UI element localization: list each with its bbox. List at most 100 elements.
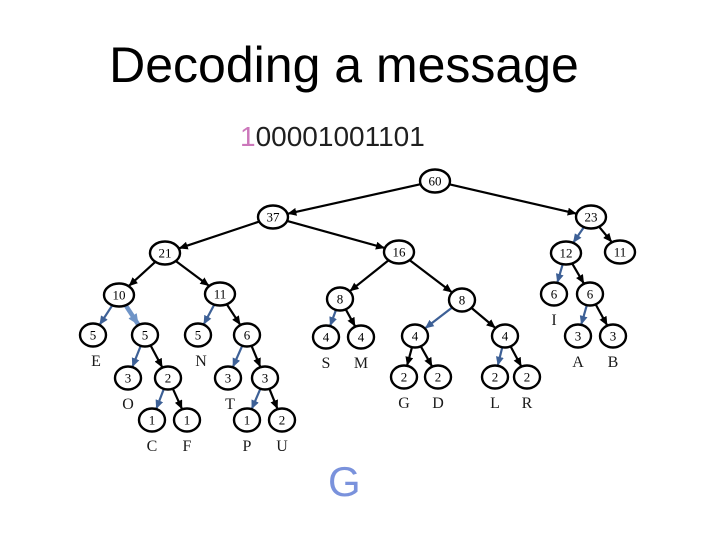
tree-node-circle-n2u [267, 407, 297, 433]
tree-node-value-n21: 21 [159, 246, 172, 261]
tree-node-value-n5o: 5 [142, 328, 149, 343]
tree-node-value-n2l: 2 [492, 370, 499, 385]
tree-edge-n6t-n3pu [250, 345, 262, 368]
tree-node-circle-n2l [480, 364, 510, 390]
tree-node-value-n5e: 5 [90, 328, 97, 343]
tree-edge-n2cf-n1c [155, 388, 165, 410]
tree-node-n8b: 8 [447, 287, 477, 313]
tree-node-circle-n5o [130, 322, 160, 348]
tree-edge-n21-n10 [127, 260, 157, 288]
tree-edge-n2cf-n1f [171, 388, 184, 410]
tree-node-value-n10: 10 [113, 288, 126, 303]
tree-node-value-n37: 37 [267, 210, 281, 225]
tree-node-circle-n8b [447, 287, 477, 313]
tree-node-n5e: 5E [78, 322, 108, 370]
tree-node-value-n60: 60 [429, 174, 442, 189]
tree-node-n23: 23 [574, 204, 608, 230]
tree-node-value-n2g: 2 [401, 370, 408, 385]
tree-node-n10: 10 [102, 282, 136, 308]
tree-node-n8a: 8 [325, 286, 355, 312]
tree-node-circle-n5e [78, 322, 108, 348]
tree-edge-n23-n12 [572, 226, 585, 244]
tree-edge-n37-n16 [286, 219, 386, 250]
tree-edge-n23-n11r [598, 226, 613, 243]
tree-node-n4s: 4S [311, 324, 341, 372]
leaf-letter-S: S [322, 355, 331, 372]
tree-edge-n16-n8b [408, 259, 453, 294]
leaf-letter-A: A [572, 354, 584, 371]
tree-node-n6t: 6 [232, 322, 262, 348]
leaf-letter-L: L [490, 395, 500, 412]
tree-node-value-n11: 11 [214, 287, 227, 302]
tree-node-n6i: 6I [539, 281, 569, 329]
leaf-letter-N: N [195, 353, 207, 370]
tree-node-n3t: 3T [213, 365, 243, 413]
tree-node-value-n2d: 2 [435, 370, 442, 385]
tree-node-n2g: 2G [389, 364, 419, 412]
tree-edge-n6ab-n3a [579, 304, 588, 326]
leaf-letter-B: B [608, 354, 619, 371]
tree-node-value-n6ab: 6 [587, 287, 594, 302]
tree-node-n21: 21 [148, 240, 182, 266]
tree-edge-n4lr-n2r [509, 345, 523, 368]
tree-edge-n21-n11 [175, 260, 210, 287]
tree-node-n2u: 2U [267, 407, 297, 455]
encoded-bit-highlighted: 1 [240, 121, 256, 152]
tree-node-value-n2r: 2 [524, 370, 531, 385]
tree-node-value-n2cf: 2 [165, 371, 172, 386]
tree-node-circle-n4s [311, 324, 341, 350]
tree-node-circle-n6ab [575, 281, 605, 307]
tree-node-n2l: 2L [480, 364, 510, 412]
tree-edge-n11-n5n [202, 304, 216, 326]
encoded-bits-remaining: 00001001101 [255, 121, 425, 152]
tree-node-circle-n37 [256, 204, 290, 230]
tree-node-n4lr: 4 [490, 323, 520, 349]
tree-edge-n5o-n3o [131, 345, 142, 368]
tree-node-value-n4gd: 4 [412, 329, 419, 344]
tree-node-circle-n3o [113, 365, 143, 391]
tree-node-value-n11r: 11 [614, 245, 627, 260]
leaf-letter-D: D [432, 395, 444, 412]
tree-node-circle-n10 [102, 282, 136, 308]
tree-node-circle-n2r [512, 364, 542, 390]
tree-node-circle-n4m [346, 324, 376, 350]
tree-node-n2cf: 2 [153, 365, 183, 391]
tree-node-circle-n6t [232, 322, 262, 348]
tree-node-value-n4s: 4 [323, 330, 330, 345]
tree-edge-n6t-n3t [231, 345, 244, 368]
tree-node-circle-n1p [232, 407, 262, 433]
tree-node-n3o: 3O [113, 365, 143, 413]
tree-node-circle-n6i [539, 281, 569, 307]
tree-node-circle-n2g [389, 364, 419, 390]
leaf-letter-R: R [522, 395, 533, 412]
tree-node-value-n1c: 1 [149, 413, 156, 428]
tree-edge-n3pu-n1p [250, 388, 262, 410]
tree-node-n4m: 4M [346, 324, 376, 372]
tree-node-value-n12: 12 [560, 246, 573, 261]
leaf-letter-F: F [183, 438, 192, 455]
tree-node-circle-n23 [574, 204, 608, 230]
leaf-letter-I: I [551, 312, 556, 329]
leaf-letter-C: C [147, 438, 158, 455]
tree-edge-n37-n21 [178, 220, 260, 250]
tree-node-n16: 16 [382, 239, 416, 265]
tree-node-value-n1p: 1 [244, 413, 251, 428]
tree-node-value-n23: 23 [585, 210, 598, 225]
tree-node-circle-n3pu [250, 365, 280, 391]
slide-title: Decoding a message [109, 37, 579, 93]
tree-node-n1c: 1C [137, 407, 167, 455]
tree-edge-n4lr-n2l [495, 346, 504, 367]
tree-node-n37: 37 [256, 204, 290, 230]
tree-edge-n12-n6i [555, 263, 564, 284]
tree-node-n11: 11 [203, 281, 237, 307]
leaf-letter-U: U [276, 438, 288, 455]
tree-node-circle-n12 [549, 240, 583, 266]
leaf-letter-M: M [354, 355, 368, 372]
tree-node-circle-n4gd [400, 323, 430, 349]
tree-node-n5o: 5 [130, 322, 160, 348]
tree-node-value-n8a: 8 [337, 292, 344, 307]
tree-node-n1f: 1F [172, 407, 202, 455]
leaf-letter-G: G [398, 395, 410, 412]
